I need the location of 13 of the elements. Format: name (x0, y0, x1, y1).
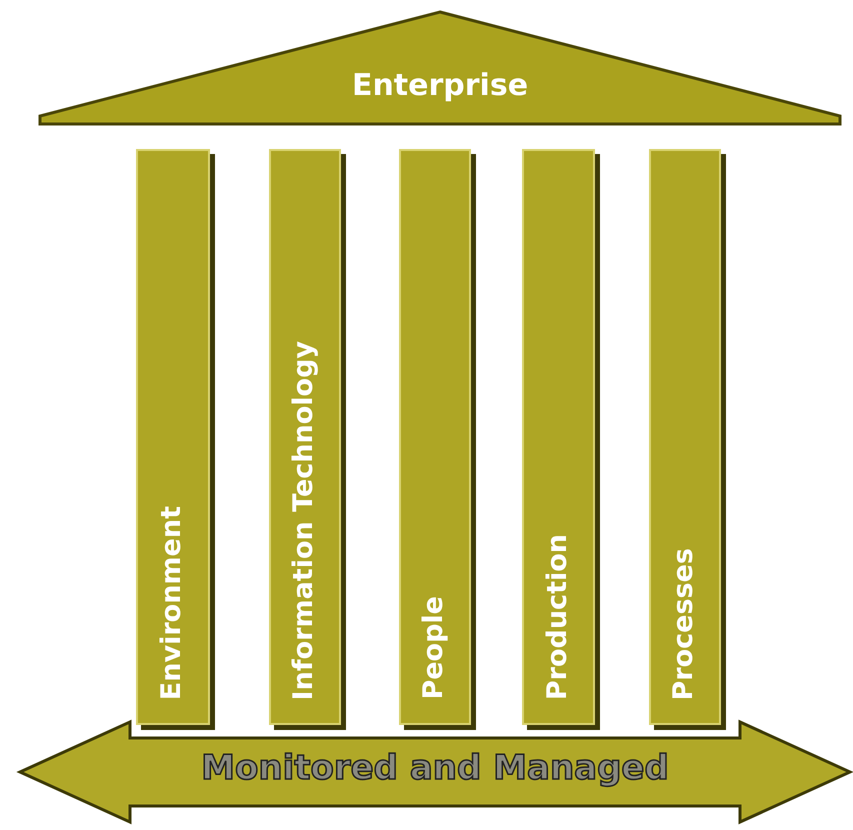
pillar (523, 150, 600, 730)
pillar (400, 150, 476, 730)
pillar-label: Environment (156, 506, 187, 700)
pillar-label: Information Technology (288, 340, 319, 700)
roof-triangle (40, 12, 840, 124)
pillar-label: Production (542, 534, 572, 700)
band-label: Monitored and Managed (201, 748, 669, 788)
pillar-label: People (418, 596, 449, 700)
pillar (137, 150, 215, 730)
pillar (270, 150, 346, 730)
pillar-label: Processes (668, 548, 699, 700)
roof-title: Enterprise (352, 68, 528, 103)
pillar (650, 150, 726, 730)
